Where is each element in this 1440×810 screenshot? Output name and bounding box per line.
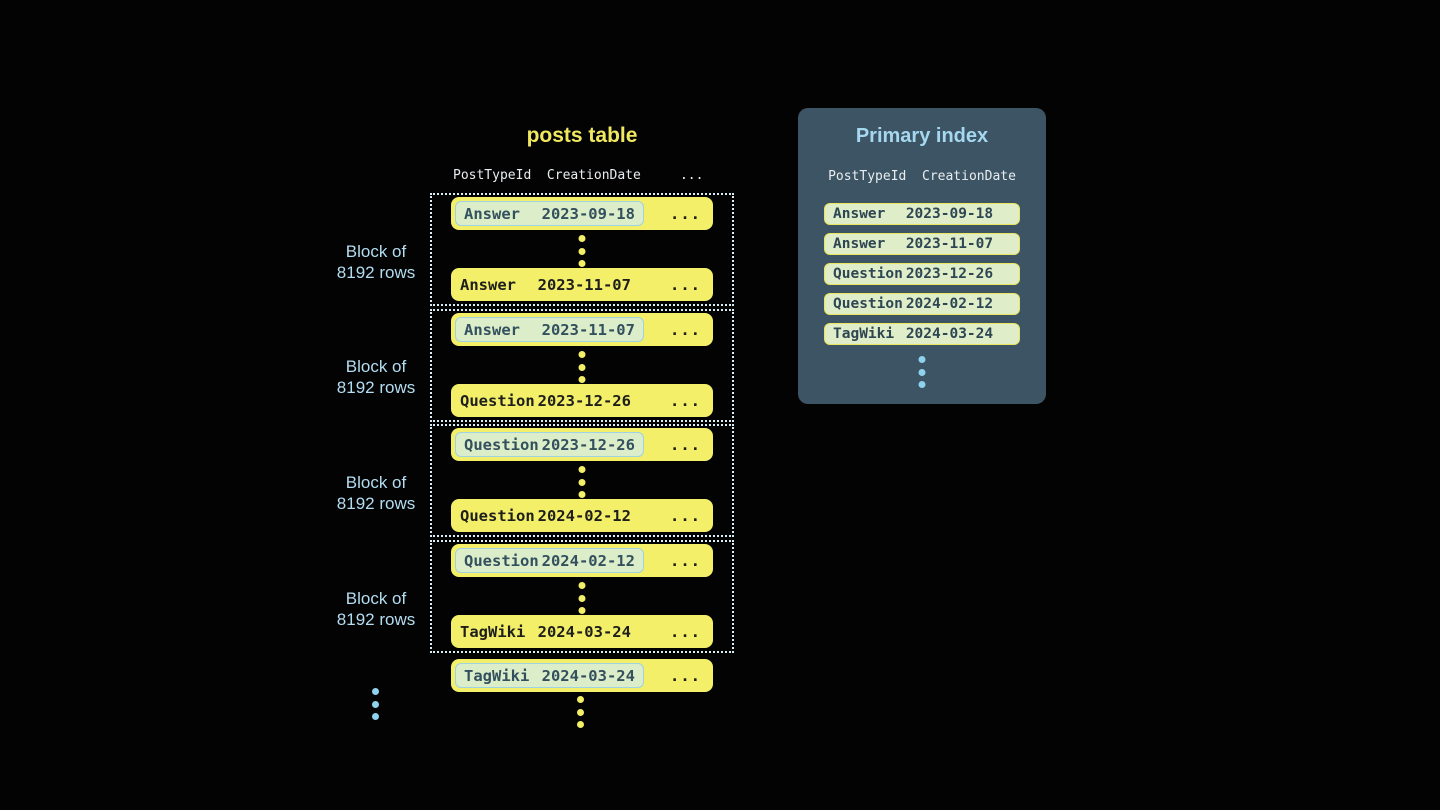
block-label: Block of 8192 rows bbox=[320, 472, 432, 514]
block-label-line2: 8192 rows bbox=[336, 263, 416, 282]
ellipsis-cell: ... bbox=[670, 391, 701, 410]
posts-table-title: posts table bbox=[526, 124, 638, 147]
ellipsis-cell: ... bbox=[670, 551, 701, 570]
post-type-cell: Question bbox=[460, 391, 535, 410]
block-label-line2: 8192 rows bbox=[336, 378, 416, 397]
ellipsis-cell: ... bbox=[670, 506, 701, 525]
post-type-cell: TagWiki bbox=[460, 622, 526, 641]
creation-date-cell: 2023-12-26 bbox=[541, 435, 635, 454]
block-label-line1: Block of bbox=[345, 473, 407, 492]
table-row: Answer 2023-11-07 ... bbox=[451, 268, 713, 301]
block-label: Block of 8192 rows bbox=[320, 241, 432, 283]
post-type-cell: Answer bbox=[833, 206, 886, 222]
block-label-line1: Block of bbox=[345, 589, 407, 608]
creation-date-cell: 2024-03-24 bbox=[537, 622, 631, 641]
index-key-highlight: TagWiki 2024-03-24 bbox=[455, 663, 644, 688]
post-type-cell: Answer bbox=[833, 236, 886, 252]
ellipsis-cell: ... bbox=[670, 275, 701, 294]
ellipsis-cell: ... bbox=[670, 622, 701, 641]
block-label: Block of 8192 rows bbox=[320, 356, 432, 398]
block-label-line2: 8192 rows bbox=[336, 610, 416, 629]
table-row: Answer 2023-11-07 ... bbox=[451, 313, 713, 346]
vertical-ellipsis-icon bbox=[578, 235, 586, 267]
row-block-1: Answer 2023-09-18 ... Answer 2023-11-07 ..… bbox=[430, 193, 734, 306]
vertical-ellipsis-icon bbox=[578, 582, 586, 614]
creation-date-cell: 2024-02-12 bbox=[537, 506, 631, 525]
block-label-line1: Block of bbox=[345, 357, 407, 376]
post-type-cell: Question bbox=[460, 506, 535, 525]
creation-date-cell: 2023-12-26 bbox=[905, 266, 994, 282]
ellipsis-cell: ... bbox=[670, 666, 701, 685]
table-row: TagWiki 2024-03-24 ... bbox=[451, 659, 713, 692]
block-label-line2: 8192 rows bbox=[336, 494, 416, 513]
vertical-ellipsis-icon bbox=[372, 688, 379, 720]
ellipsis-cell: ... bbox=[670, 320, 701, 339]
post-type-cell: TagWiki bbox=[833, 326, 895, 342]
post-type-cell: Answer bbox=[464, 320, 520, 339]
block-label: Block of 8192 rows bbox=[320, 588, 432, 630]
block-label-line1: Block of bbox=[345, 242, 407, 261]
primary-index-title: Primary index bbox=[855, 125, 989, 147]
post-type-cell: Question bbox=[833, 266, 903, 282]
table-row: Answer 2023-09-18 ... bbox=[451, 197, 713, 230]
post-type-cell: Question bbox=[464, 551, 539, 570]
post-type-cell: Answer bbox=[464, 204, 520, 223]
index-key-highlight: Answer 2023-09-18 bbox=[455, 201, 644, 226]
primary-index-column-headers: PostTypeId CreationDate bbox=[828, 169, 1016, 184]
creation-date-cell: 2024-03-24 bbox=[541, 666, 635, 685]
creation-date-cell: 2024-03-24 bbox=[905, 326, 994, 342]
post-type-cell: Question bbox=[833, 296, 903, 312]
creation-date-cell: 2023-12-26 bbox=[537, 391, 631, 410]
creation-date-cell: 2024-02-12 bbox=[905, 296, 994, 312]
primary-index-panel: Primary index PostTypeId CreationDate An… bbox=[798, 108, 1046, 404]
index-row: TagWiki 2024-03-24 bbox=[824, 323, 1020, 345]
index-key-highlight: Answer 2023-11-07 bbox=[455, 317, 644, 342]
ellipsis-cell: ... bbox=[670, 204, 701, 223]
post-type-cell: TagWiki bbox=[464, 666, 530, 685]
post-type-cell: Answer bbox=[460, 275, 516, 294]
creation-date-cell: 2024-02-12 bbox=[541, 551, 635, 570]
creation-date-cell: 2023-11-07 bbox=[537, 275, 631, 294]
row-values: Answer 2023-11-07 bbox=[451, 276, 631, 294]
vertical-ellipsis-icon bbox=[918, 356, 926, 388]
vertical-ellipsis-icon bbox=[578, 466, 586, 498]
ellipsis-cell: ... bbox=[670, 435, 701, 454]
post-type-cell: Question bbox=[464, 435, 539, 454]
posts-table-column-headers: PostTypeId CreationDate ... bbox=[453, 168, 704, 183]
vertical-ellipsis-icon bbox=[578, 351, 586, 383]
creation-date-cell: 2023-11-07 bbox=[905, 236, 994, 252]
creation-date-cell: 2023-11-07 bbox=[541, 320, 635, 339]
index-row: Answer 2023-11-07 bbox=[824, 233, 1020, 255]
creation-date-cell: 2023-09-18 bbox=[541, 204, 635, 223]
creation-date-cell: 2023-09-18 bbox=[905, 206, 994, 222]
vertical-ellipsis-icon bbox=[577, 696, 584, 728]
index-row: Answer 2023-09-18 bbox=[824, 203, 1020, 225]
row-values: TagWiki 2024-03-24 bbox=[451, 623, 631, 641]
table-row: TagWiki 2024-03-24 ... bbox=[451, 615, 713, 648]
